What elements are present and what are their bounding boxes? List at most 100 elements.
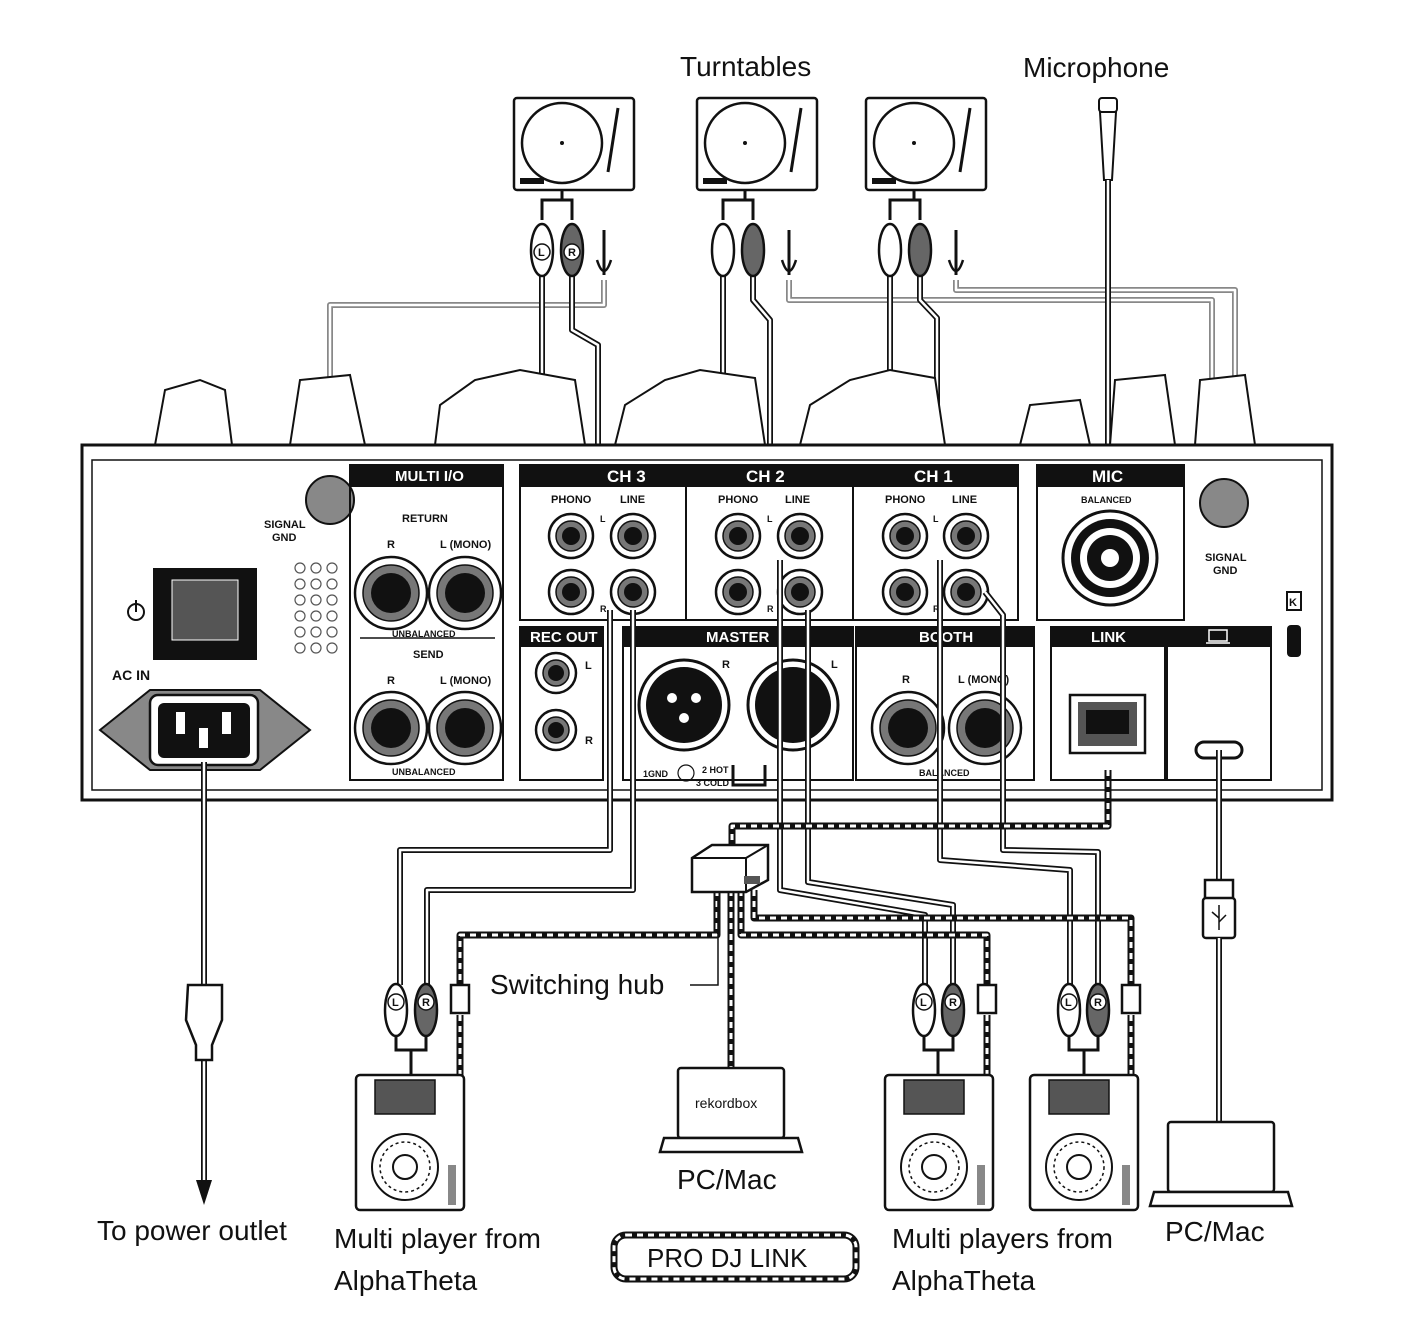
link-header: LINK xyxy=(1091,629,1126,646)
return-label: RETURN xyxy=(402,513,448,525)
turntables-label: Turntables xyxy=(680,51,811,82)
mic-balanced-label: BALANCED xyxy=(1081,495,1132,505)
ch3-phono-r-jack[interactable] xyxy=(547,568,595,616)
rca-plugs-turntables: L R xyxy=(529,190,965,278)
signal-gnd-right[interactable] xyxy=(1199,478,1249,528)
ch2-line-r-jack[interactable] xyxy=(776,568,824,616)
ch2-phono-r-jack[interactable] xyxy=(714,568,762,616)
multi-player-left-label-2: AlphaTheta xyxy=(334,1265,478,1296)
booth-r-label: R xyxy=(902,674,910,686)
ch3-line-label: LINE xyxy=(620,494,645,506)
svg-text:R: R xyxy=(949,997,957,1009)
cable-hook xyxy=(731,765,767,787)
turntable-middle xyxy=(695,96,819,192)
rec-out-r-jack[interactable] xyxy=(534,708,578,752)
turntable-left xyxy=(512,96,636,192)
svg-text:L: L xyxy=(538,247,545,259)
ch3-header: CH 3 xyxy=(607,467,646,486)
rec-out-section xyxy=(519,626,604,781)
ch3-line-r-jack[interactable] xyxy=(609,568,657,616)
vent-holes xyxy=(294,562,338,654)
rca-jacks-channels[interactable] xyxy=(547,512,990,616)
signal-gnd-left-label-1: SIGNAL xyxy=(264,519,306,531)
ch2-line-l-jack[interactable] xyxy=(776,512,824,560)
ac-in-label: AC IN xyxy=(112,667,150,683)
master-l-xlr-jack[interactable] xyxy=(746,658,840,752)
booth-l-jack[interactable] xyxy=(947,690,1023,766)
ac-in-socket[interactable] xyxy=(98,689,312,771)
booth-section xyxy=(855,626,1035,781)
ch3-phono-l-jack[interactable] xyxy=(547,512,595,560)
ch1-phono-l-jack[interactable] xyxy=(881,512,929,560)
ch1-l-mark: L xyxy=(933,514,939,524)
usb-icon xyxy=(1211,905,1227,930)
ch2-l-mark: L xyxy=(767,514,773,524)
rec-out-l-label: L xyxy=(585,660,592,672)
channel-inputs-section xyxy=(519,464,1019,621)
laptop-icon xyxy=(1206,629,1230,644)
svg-text:L: L xyxy=(1065,997,1072,1009)
ch1-phono-label: PHONO xyxy=(885,494,926,506)
security-slot xyxy=(1287,625,1301,657)
multi-player-right-1 xyxy=(883,1073,995,1212)
send-l-label: L (MONO) xyxy=(440,675,491,687)
return-unbalanced-label: UNBALANCED xyxy=(392,629,456,639)
booth-r-jack[interactable] xyxy=(870,690,946,766)
signal-gnd-right-label-2: GND xyxy=(1213,565,1238,577)
multi-players-right-label-2: AlphaTheta xyxy=(892,1265,1036,1296)
switching-hub-label: Switching hub xyxy=(490,969,664,1000)
mic-section xyxy=(1036,464,1185,621)
multi-player-right-2 xyxy=(1028,1073,1140,1212)
master-r-xlr-jack[interactable] xyxy=(637,658,731,752)
rec-out-l-jack[interactable] xyxy=(534,651,578,695)
rekordbox-screen-text: rekordbox xyxy=(695,1095,757,1111)
master-l-label: L xyxy=(831,659,838,671)
xlr-pin1-label: 1GND xyxy=(643,769,669,779)
signal-gnd-left[interactable] xyxy=(305,475,355,525)
ch2-phono-l-jack[interactable] xyxy=(714,512,762,560)
svg-text:L: L xyxy=(392,997,399,1009)
mic-combo-jack[interactable] xyxy=(1061,509,1159,607)
xlr-icon xyxy=(677,764,695,782)
svg-text:L: L xyxy=(920,997,927,1009)
xlr-pin2-label: 2 HOT xyxy=(702,765,729,775)
pro-dj-link-label: PRO DJ LINK xyxy=(647,1243,808,1273)
send-label: SEND xyxy=(413,649,444,661)
rec-out-header: REC OUT xyxy=(530,629,598,646)
pro-dj-link-legend xyxy=(610,1231,860,1283)
send-r-jack[interactable] xyxy=(353,690,429,766)
booth-header: BOOTH xyxy=(919,629,973,646)
power-icon xyxy=(127,600,145,621)
ch3-l-mark: L xyxy=(600,514,606,524)
multi-player-left xyxy=(354,1073,466,1212)
ch3-line-l-jack[interactable] xyxy=(609,512,657,560)
svg-text:R: R xyxy=(568,247,576,259)
return-r-jack[interactable] xyxy=(353,555,429,631)
usb-cable xyxy=(1201,750,1237,1122)
ch1-r-mark: R xyxy=(933,604,940,614)
ethernet-port-icon[interactable] xyxy=(1068,693,1147,755)
multi-io-header: MULTI I/O xyxy=(395,468,464,485)
ch2-phono-label: PHONO xyxy=(718,494,759,506)
power-outlet-label: To power outlet xyxy=(97,1215,287,1246)
booth-l-label: L (MONO) xyxy=(958,674,1009,686)
mixer-knobs xyxy=(153,368,1257,446)
ch1-line-l-jack[interactable] xyxy=(942,512,990,560)
microphone-icon xyxy=(1098,97,1118,181)
signal-gnd-right-label-1: SIGNAL xyxy=(1205,552,1247,564)
power-switch[interactable] xyxy=(153,568,257,660)
xlr-pin3-label: 3 COLD xyxy=(696,778,730,788)
ch3-r-mark: R xyxy=(600,604,607,614)
send-l-jack[interactable] xyxy=(427,690,503,766)
multi-player-left-label-1: Multi player from xyxy=(334,1223,541,1254)
ch3-phono-label: PHONO xyxy=(551,494,592,506)
ch1-phono-r-jack[interactable] xyxy=(881,568,929,616)
send-unbalanced-label: UNBALANCED xyxy=(392,767,456,777)
pc-mac-right-label: PC/Mac xyxy=(1165,1216,1265,1247)
return-l-jack[interactable] xyxy=(427,555,503,631)
ch1-line-r-jack[interactable] xyxy=(942,568,990,616)
svg-text:R: R xyxy=(422,997,430,1009)
laptop-usb xyxy=(1148,1120,1294,1208)
svg-text:R: R xyxy=(1094,997,1102,1009)
